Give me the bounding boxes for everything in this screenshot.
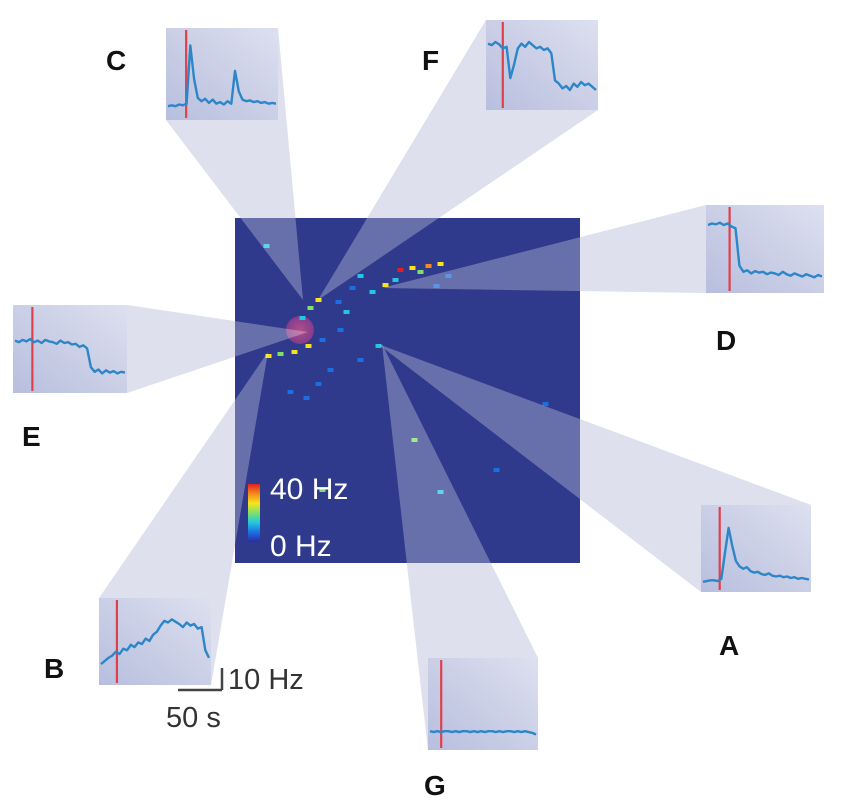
colorbar-min-label: 0 Hz bbox=[270, 530, 332, 563]
active-pixel bbox=[382, 283, 389, 287]
active-pixel bbox=[335, 300, 342, 304]
trace-panel-b-background bbox=[99, 598, 211, 685]
active-pixel bbox=[277, 352, 284, 356]
trace-panel-a bbox=[701, 505, 811, 592]
active-pixel bbox=[493, 468, 500, 472]
active-pixel bbox=[349, 286, 356, 290]
active-pixel bbox=[437, 490, 444, 494]
colorbar-gradient bbox=[248, 484, 260, 542]
beam-overlay-g bbox=[382, 344, 538, 750]
active-pixel bbox=[357, 358, 364, 362]
active-pixel bbox=[319, 338, 326, 342]
panel-label-b: B bbox=[44, 653, 64, 684]
trace-panel-g-background bbox=[428, 658, 538, 750]
active-pixel bbox=[409, 266, 416, 270]
trace-panel-d bbox=[706, 205, 824, 293]
active-pixel bbox=[433, 284, 440, 288]
active-pixel bbox=[375, 344, 382, 348]
trace-panel-g bbox=[428, 658, 538, 750]
active-pixel bbox=[307, 306, 314, 310]
active-pixel bbox=[445, 274, 452, 278]
firing-trace-a bbox=[702, 526, 810, 583]
trace-panel-b bbox=[99, 598, 211, 685]
panel-label-f: F bbox=[422, 45, 439, 76]
panel-label-g: G bbox=[424, 770, 446, 801]
active-pixel bbox=[299, 316, 306, 320]
trace-panels bbox=[13, 20, 824, 750]
active-pixel bbox=[343, 310, 350, 314]
trace-panel-f-background bbox=[486, 20, 598, 110]
active-pixel bbox=[337, 328, 344, 332]
trace-panel-d-background bbox=[706, 205, 824, 293]
active-pixel bbox=[305, 344, 312, 348]
colorbar-max-label: 40 Hz bbox=[270, 473, 348, 506]
beam-overlay-d bbox=[382, 205, 706, 293]
firing-trace-d bbox=[707, 221, 823, 279]
active-pixel bbox=[265, 354, 272, 358]
trace-panel-e-background bbox=[13, 305, 127, 393]
active-pixel bbox=[315, 382, 322, 386]
active-pixel bbox=[369, 290, 376, 294]
active-pixel bbox=[291, 350, 298, 354]
active-pixel bbox=[319, 488, 326, 492]
firing-trace-g bbox=[429, 730, 537, 736]
active-pixels bbox=[263, 244, 549, 494]
colorbar: 40 Hz 0 Hz bbox=[248, 473, 348, 563]
soma-marker bbox=[286, 316, 314, 344]
firing-trace-b bbox=[100, 618, 211, 666]
active-pixel bbox=[542, 402, 549, 406]
active-pixel bbox=[303, 396, 310, 400]
active-pixel bbox=[357, 274, 364, 278]
firing-trace-c bbox=[167, 44, 277, 108]
panel-label-a: A bbox=[719, 630, 739, 661]
beam-overlay-e bbox=[127, 305, 308, 393]
scale-bar-time-label: 50 s bbox=[166, 702, 221, 734]
active-pixel bbox=[392, 278, 399, 282]
active-pixel bbox=[327, 368, 334, 372]
active-pixel bbox=[287, 390, 294, 394]
active-pixel bbox=[263, 244, 270, 248]
firing-trace-f bbox=[487, 40, 597, 92]
panel-label-e: E bbox=[22, 421, 41, 452]
firing-rate-map bbox=[235, 218, 580, 563]
scale-bar-rate-label: 10 Hz bbox=[228, 664, 304, 696]
active-pixel bbox=[411, 438, 418, 442]
active-pixel bbox=[437, 262, 444, 266]
firing-trace-e bbox=[14, 337, 126, 375]
trace-panel-e bbox=[13, 305, 127, 393]
active-pixel bbox=[425, 264, 432, 268]
trace-panel-c bbox=[166, 28, 278, 120]
active-pixel bbox=[417, 270, 424, 274]
trace-panel-a-background bbox=[701, 505, 811, 592]
panel-label-d: D bbox=[716, 325, 736, 356]
active-pixel bbox=[315, 298, 322, 302]
trace-panel-f bbox=[486, 20, 598, 110]
panel-label-c: C bbox=[106, 45, 126, 76]
active-pixel bbox=[397, 268, 404, 272]
scale-bar: 10 Hz 50 s bbox=[166, 664, 304, 734]
